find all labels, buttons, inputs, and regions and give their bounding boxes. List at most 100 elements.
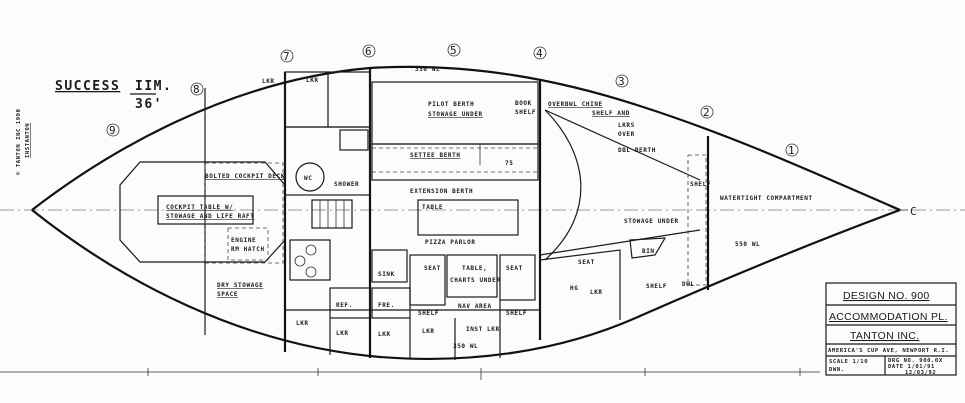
cockpit-table <box>157 195 254 225</box>
label-inst-lkr: INST LKR <box>466 326 500 333</box>
hull-sheer-top <box>31 65 901 212</box>
station-4: 4 <box>536 47 543 60</box>
label-lkrs: LKRS <box>618 122 635 129</box>
label-rm-hatch: RM HATCH <box>231 246 265 253</box>
firm-name: TANTON INC. <box>850 330 919 342</box>
drawing-line <box>305 244 317 256</box>
label-bolted-deck: BOLTED COCKPIT DECK <box>205 173 285 180</box>
label-chine: OVERBWL CHINE <box>548 101 603 108</box>
nav-table <box>446 254 498 298</box>
engine-hatch <box>227 227 269 261</box>
station-3: 3 <box>618 75 625 88</box>
label-charts-under: CHARTS UNDER <box>450 277 501 284</box>
label-watertight: WATERTIGHT COMPARTMENT <box>720 195 813 202</box>
label-lkr-fwd: LKR <box>590 289 603 296</box>
station-ticks <box>147 368 801 380</box>
label-ref: REF. <box>336 302 353 309</box>
label-extension-berth: EXTENSION BERTH <box>410 188 473 195</box>
drawing-line <box>615 74 629 88</box>
label-cockpit-table: COCKPIT TABLE W/ <box>166 204 233 211</box>
cockpit-outline <box>119 161 286 263</box>
label-seat-2: SEAT <box>506 265 523 272</box>
label-sink: SINK <box>378 271 395 278</box>
centerline-label: C <box>910 205 917 218</box>
drawing-line <box>409 254 446 306</box>
label-stowage-under: STOWAGE UNDER <box>428 111 483 118</box>
label-shelf-port: SHELF <box>646 283 667 290</box>
label-nav-area: NAV AREA <box>458 303 492 310</box>
drawing-line <box>329 287 371 319</box>
label-shelf-1: SHELF <box>418 310 439 317</box>
label-seat-1: SEAT <box>424 265 441 272</box>
copyright: © TANTON INC 1990 <box>16 109 22 176</box>
station-7: 7 <box>283 50 290 63</box>
drawing-line <box>305 266 317 278</box>
drawing-line <box>280 49 294 63</box>
label-350wl-bottom: 350 WL <box>453 343 478 350</box>
drawing-line <box>825 282 957 376</box>
label-shelf-2: SHELF <box>506 310 527 317</box>
drawing-line <box>785 143 799 157</box>
drawing-title: ACCOMMODATION PL. <box>829 311 948 323</box>
drawing-line <box>447 43 461 57</box>
boat-name: SUCCESS <box>55 79 120 94</box>
label-settee-berth: SETTEE BERTH <box>410 152 461 159</box>
copyright-2: INSTANTON <box>25 123 31 158</box>
station-numbers: 1 2 3 4 5 6 7 8 9 <box>106 43 799 157</box>
drawing-line <box>284 126 371 196</box>
label-table-charts: TABLE, <box>462 265 487 272</box>
date-2: 12/03/92 <box>905 370 936 376</box>
room-labels: 350 WL PILOT BERTH STOWAGE UNDER BOOK SH… <box>166 66 813 350</box>
label-dry-stowage: DRY STOWAGE <box>217 282 263 289</box>
label-hg: HG <box>570 285 578 292</box>
label-fre: FRE. <box>378 302 395 309</box>
label-book: BOOK <box>515 100 532 107</box>
scale: SCALE 1/10 <box>829 359 868 365</box>
label-liferaft: STOWAGE AND LIFE RAFT <box>166 213 254 220</box>
label-lkr-3: LKR <box>378 331 391 338</box>
label-stowage-under-2: STOWAGE UNDER <box>624 218 679 225</box>
drawing-line <box>539 229 701 256</box>
label-shower: SHOWER <box>334 181 359 188</box>
size-feet: 36' <box>135 97 163 112</box>
basin <box>339 129 369 151</box>
station-6: 6 <box>365 45 372 58</box>
drawing-line <box>533 46 547 60</box>
drawing-line <box>190 82 204 96</box>
date-1: DATE 1/01/91 <box>888 364 935 370</box>
drawing-line <box>539 249 621 320</box>
size-metric: IIM. <box>135 79 172 94</box>
label-lkr-4: LKR <box>422 328 435 335</box>
label-book-shelf: SHELF <box>515 109 536 116</box>
design-number: DESIGN NO. 900 <box>843 290 929 302</box>
label-table: TABLE <box>422 204 443 211</box>
drawing-line <box>544 109 701 181</box>
label-shelf-and: SHELF AND <box>592 110 630 117</box>
station-1: 1 <box>788 144 795 157</box>
label-shelf-fwd: SHELF <box>690 181 711 188</box>
drawing-line <box>687 154 707 286</box>
wc-icon <box>295 162 325 192</box>
label-lkr-2: LKR <box>336 330 349 337</box>
label-75: 75 <box>505 160 513 167</box>
drawing-line <box>311 199 353 229</box>
label-dwl: DWL <box>682 281 695 288</box>
label-350wl: 350 WL <box>415 66 440 73</box>
drawn-by: DWN. <box>829 367 845 373</box>
stove <box>289 239 331 281</box>
station-8: 8 <box>193 83 200 96</box>
label-over: OVER <box>618 131 635 138</box>
drawing-line <box>544 109 582 261</box>
drawing-line <box>294 255 306 267</box>
station-5: 5 <box>450 44 457 57</box>
label-lkr-top-1: LKR <box>262 78 275 85</box>
drawing-line <box>362 44 376 58</box>
label-dbl-berth: DBL BERTH <box>618 147 656 154</box>
firm-address: AMERICA'S CUP AVE, NEWPORT R.I. <box>828 348 949 354</box>
drawing-number: DRG NO. 900.0X <box>888 358 943 364</box>
settee-berth <box>371 143 539 181</box>
drawing-line <box>499 254 536 301</box>
companionway-steps <box>311 199 353 229</box>
